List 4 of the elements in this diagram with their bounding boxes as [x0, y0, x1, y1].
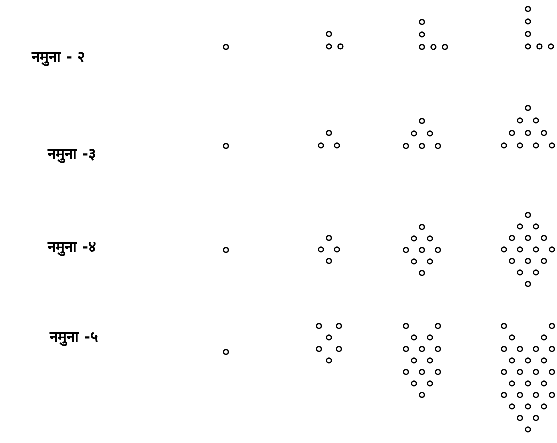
pattern-label: नमुना -५ [50, 328, 98, 346]
pattern-label: नमुना -३ [48, 145, 96, 163]
pattern-label: नमुना -४ [48, 238, 96, 256]
pattern-label: नमुना - २ [32, 48, 86, 66]
